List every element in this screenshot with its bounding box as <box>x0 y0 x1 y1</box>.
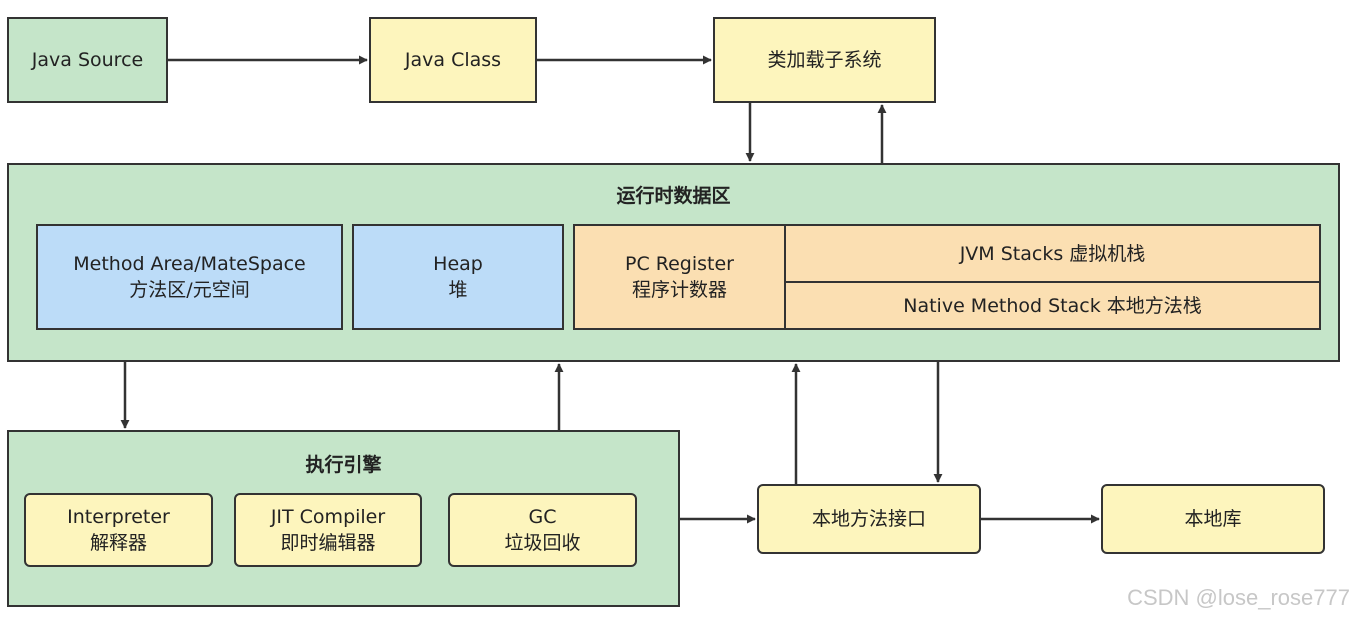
pc-register-label-en: PC Register <box>625 253 734 275</box>
method-area-box: Method Area/MateSpace 方法区/元空间 <box>36 224 343 330</box>
java-class-label: Java Class <box>404 49 502 71</box>
jvm-stacks-label: JVM Stacks 虚拟机栈 <box>959 242 1146 265</box>
gc-label-en: GC <box>528 506 557 528</box>
native-library-node: 本地库 <box>1101 484 1325 554</box>
heap-label-zh: 堆 <box>448 279 468 301</box>
native-method-interface-node: 本地方法接口 <box>757 484 981 554</box>
interpreter-label-zh: 解释器 <box>89 532 147 554</box>
interpreter-box: Interpreter 解释器 <box>24 493 213 567</box>
class-loader-label: 类加载子系统 <box>767 49 882 71</box>
method-area-label-zh: 方法区/元空间 <box>129 279 250 301</box>
heap-label-en: Heap <box>433 253 483 275</box>
pc-register-label-zh: 程序计数器 <box>631 279 727 301</box>
class-loader-node: 类加载子系统 <box>713 17 936 103</box>
jvm-stacks-box: JVM Stacks 虚拟机栈 <box>784 224 1321 283</box>
interpreter-label-en: Interpreter <box>67 506 170 528</box>
java-class-node: Java Class <box>369 17 537 103</box>
native-library-label: 本地库 <box>1184 508 1242 530</box>
watermark: CSDN @lose_rose777 <box>1127 585 1350 610</box>
jit-compiler-label-en: JIT Compiler <box>270 506 386 528</box>
native-method-stack-label: Native Method Stack 本地方法栈 <box>903 294 1202 317</box>
native-method-interface-label: 本地方法接口 <box>811 508 926 530</box>
pc-register-box: PC Register 程序计数器 <box>573 224 786 330</box>
java-source-node: Java Source <box>7 17 168 103</box>
gc-label-zh: 垃圾回收 <box>504 532 581 554</box>
execution-engine-title: 执行引擎 <box>305 454 382 476</box>
gc-box: GC 垃圾回收 <box>448 493 637 567</box>
jit-compiler-label-zh: 即时编辑器 <box>280 532 376 554</box>
jit-compiler-box: JIT Compiler 即时编辑器 <box>234 493 422 567</box>
heap-box: Heap 堆 <box>352 224 564 330</box>
runtime-data-area-title: 运行时数据区 <box>616 185 731 207</box>
native-method-stack-box: Native Method Stack 本地方法栈 <box>784 281 1321 330</box>
java-source-label: Java Source <box>31 49 144 71</box>
method-area-label-en: Method Area/MateSpace <box>73 253 306 275</box>
